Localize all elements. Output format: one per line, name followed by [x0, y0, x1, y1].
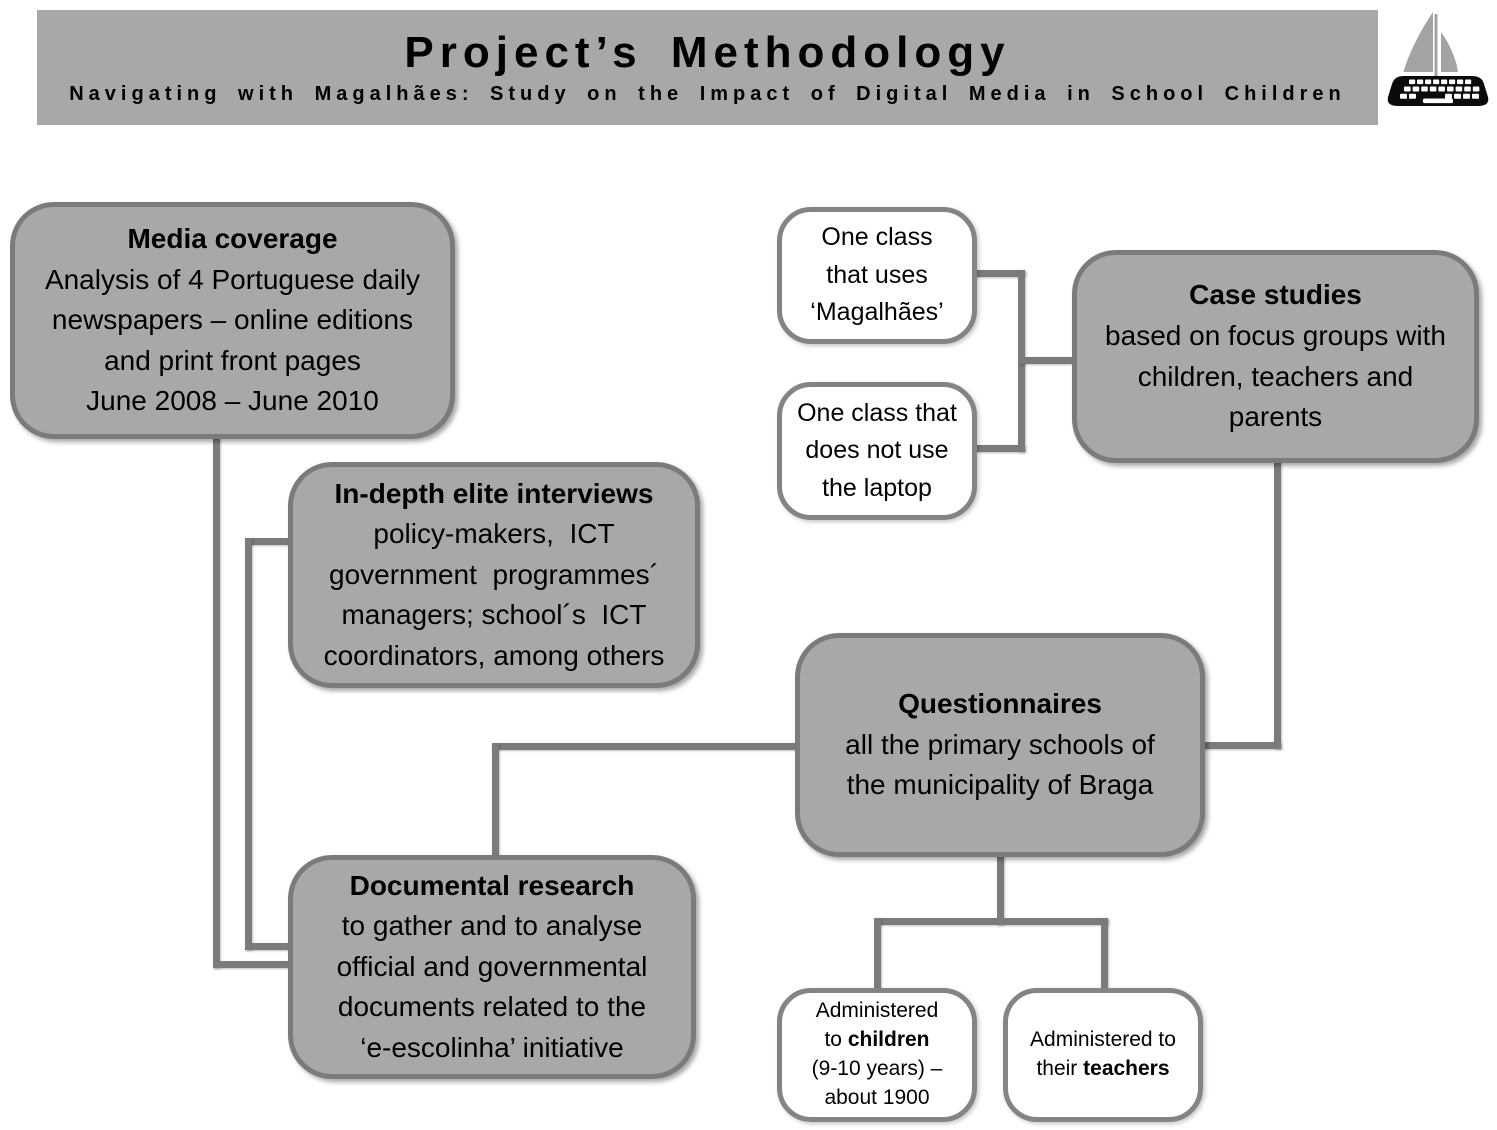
- connector-interviews-to-documental-vertical: [245, 538, 252, 950]
- connector-classes-to-casestudies: [1018, 357, 1076, 364]
- magalhaes-logo: [1383, 8, 1495, 128]
- box-media-coverage: Media coverage Analysis of 4 Portuguese …: [10, 202, 455, 439]
- questionnaires-title: Questionnaires: [898, 688, 1102, 720]
- admin-teachers-line2-pre: their: [1036, 1057, 1084, 1080]
- connector-casestudies-to-questionnaires-horizontal: [1200, 742, 1281, 749]
- box-documental-research: Documental research to gather and to ana…: [288, 855, 696, 1079]
- connector-media-to-documental-horizontal: [213, 961, 300, 968]
- box-elite-interviews: In-depth elite interviews policy-makers,…: [288, 462, 700, 688]
- admin-children-bold: children: [847, 1028, 930, 1052]
- connector-to-teachers-box: [1101, 918, 1108, 992]
- connector-to-children-box: [874, 918, 881, 992]
- admin-children-line2-pre: to: [824, 1028, 848, 1052]
- class-without-laptop-text: One class that does not use the laptop: [797, 398, 957, 502]
- box-case-studies: Case studies based on focus groups with …: [1072, 250, 1479, 463]
- administered-children-text: Administered to children (9-10 years) – …: [812, 997, 943, 1113]
- connector-questionnaires-to-documental-horizontal: [492, 743, 799, 750]
- admin-teachers-bold: teachers: [1083, 1057, 1170, 1080]
- box-class-without-laptop: One class that does not use the laptop: [777, 382, 977, 520]
- box-administered-teachers: Administered to their teachers: [1003, 988, 1203, 1122]
- connector-interviews-left-stub: [245, 538, 295, 545]
- admin-children-line3: (9-10 years) –: [811, 1057, 943, 1080]
- header-bar: Project’s Methodology Navigating with Ma…: [37, 10, 1378, 125]
- admin-children-line1: Administered: [815, 999, 939, 1023]
- page-title: Project’s Methodology: [404, 27, 1011, 77]
- box-class-with-laptop: One class that uses ‘Magalhães’: [777, 207, 977, 344]
- connector-media-to-documental-vertical: [213, 435, 220, 968]
- connector-class2-stub: [973, 445, 1025, 452]
- questionnaires-body: all the primary schools of the municipal…: [845, 728, 1155, 801]
- connector-questionnaires-stem: [997, 853, 1004, 925]
- documental-research-body: to gather and to analyse official and go…: [336, 910, 648, 1063]
- box-questionnaires: Questionnaires all the primary schools o…: [795, 633, 1205, 857]
- box-administered-children: Administered to children (9-10 years) – …: [777, 988, 977, 1122]
- elite-interviews-body: policy-makers, ICT government programmes…: [323, 518, 665, 671]
- connector-interviews-to-documental-horizontal: [245, 943, 300, 950]
- administered-teachers-text: Administered to their teachers: [1030, 1026, 1176, 1084]
- connector-casestudies-to-questionnaires-vertical: [1274, 460, 1281, 749]
- admin-teachers-line1: Administered to: [1030, 1028, 1176, 1052]
- connector-split-horizontal: [874, 918, 1108, 925]
- admin-children-line4: about 1900: [824, 1085, 930, 1109]
- documental-research-title: Documental research: [349, 869, 635, 901]
- class-with-laptop-text: One class that uses ‘Magalhães’: [810, 223, 944, 327]
- case-studies-title: Case studies: [1189, 279, 1362, 311]
- page-subtitle: Navigating with Magalhães: Study on the …: [69, 83, 1346, 106]
- connector-class1-stub: [973, 270, 1025, 277]
- case-studies-body: based on focus groups with children, tea…: [1105, 319, 1446, 433]
- media-coverage-body: Analysis of 4 Portuguese daily newspaper…: [44, 263, 421, 417]
- connector-questionnaires-to-documental-vertical: [492, 743, 499, 859]
- elite-interviews-title: In-depth elite interviews: [334, 477, 654, 509]
- laptop-sailboat-icon: [1387, 12, 1489, 106]
- media-coverage-title: Media coverage: [127, 223, 338, 255]
